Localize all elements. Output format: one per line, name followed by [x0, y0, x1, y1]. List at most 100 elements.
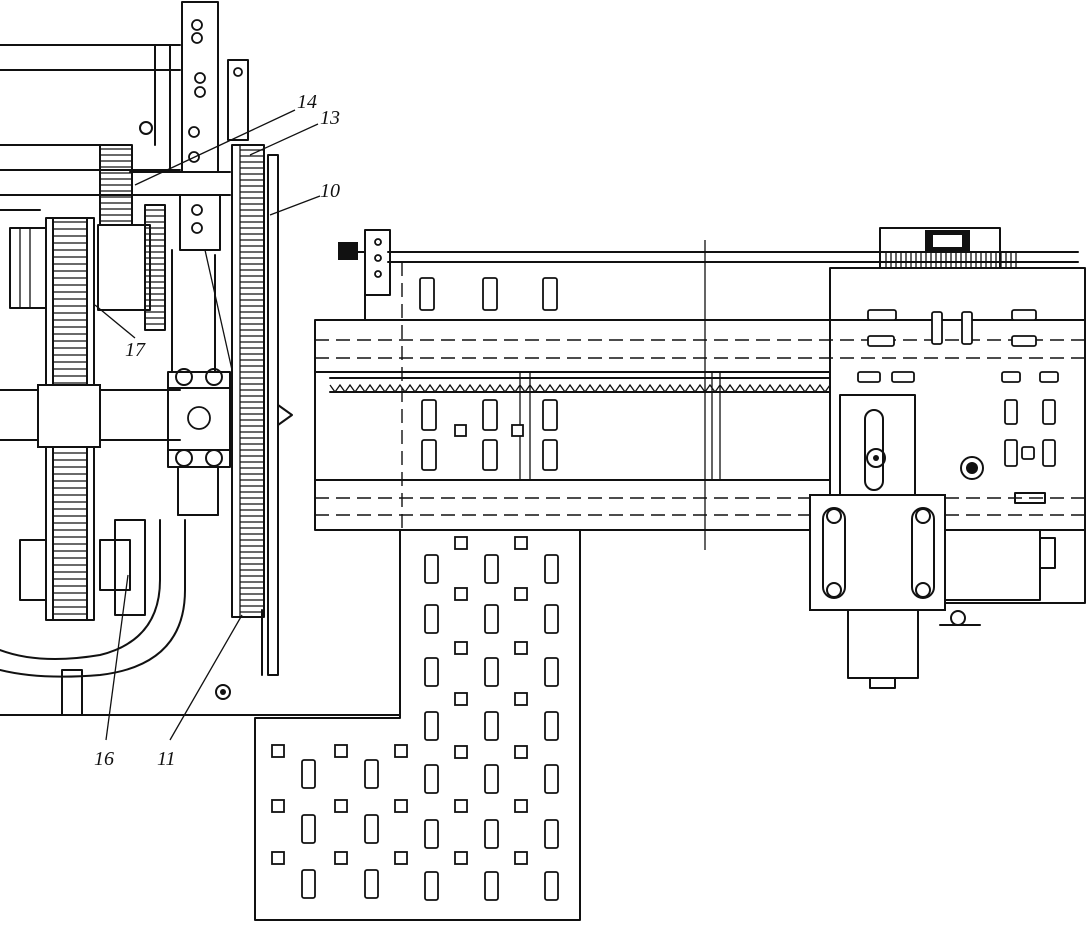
plate-square-hole [334, 851, 348, 865]
plate-square-hole [514, 587, 528, 601]
plate-square-hole [454, 745, 468, 759]
plate-square-hole [271, 799, 285, 813]
slot [1042, 439, 1056, 467]
plate-slot [544, 554, 559, 584]
label-13: 13 [320, 107, 340, 129]
slot [1011, 309, 1037, 321]
carriage-gear-teeth [885, 252, 1017, 268]
slot [542, 277, 558, 311]
plate-square-hole [271, 851, 285, 865]
rack-teeth [240, 149, 264, 613]
plate-slot [484, 604, 499, 634]
plate-square-hole [514, 745, 528, 759]
plate-square-hole [454, 692, 468, 706]
plate-slot [424, 604, 439, 634]
plate-slot [364, 869, 379, 899]
slot [1021, 446, 1035, 460]
label-10: 10 [320, 180, 340, 202]
plate-square-hole [454, 587, 468, 601]
slot [419, 277, 435, 311]
plate-slot [364, 814, 379, 844]
plate-square-hole [514, 692, 528, 706]
slot [891, 371, 915, 383]
plate-square-hole [394, 799, 408, 813]
plate-slot [424, 819, 439, 849]
plate-square-hole [394, 744, 408, 758]
slot [482, 439, 498, 471]
plate-slot [544, 871, 559, 901]
beam-slots [419, 277, 558, 471]
plate-slot [484, 764, 499, 794]
large-gear-16 [9, 217, 146, 716]
slot [867, 335, 895, 347]
plate-square-hole [454, 536, 468, 550]
hub-block [167, 249, 233, 700]
gear-teeth [145, 209, 165, 325]
plate-slot [544, 604, 559, 634]
plate-slot [301, 759, 316, 789]
slot [1011, 335, 1037, 347]
plate-slot [544, 819, 559, 849]
curved-guide [0, 519, 186, 678]
plate-square-hole [454, 641, 468, 655]
plate-slot [544, 764, 559, 794]
horizontal-rack-teeth [329, 377, 831, 394]
plate-slot [364, 759, 379, 789]
slot [857, 371, 881, 383]
plate-slot [424, 871, 439, 901]
vertical-rack-11 [231, 144, 293, 676]
label-14: 14 [297, 91, 317, 113]
rack-profile [329, 383, 831, 394]
plate-square-hole [514, 851, 528, 865]
slot [482, 277, 498, 311]
slot [1042, 399, 1056, 425]
plate-slot [424, 554, 439, 584]
slot [421, 399, 437, 431]
plate-square-hole [514, 536, 528, 550]
slot [1004, 439, 1018, 467]
carriage [809, 227, 1086, 689]
label-11: 11 [157, 748, 176, 770]
plate-holes [271, 536, 559, 901]
plate-square-hole [514, 641, 528, 655]
plate-square-hole [454, 799, 468, 813]
beam-clamp [338, 229, 391, 321]
plate-slot [484, 819, 499, 849]
slot [1001, 371, 1021, 383]
plate-slot [484, 871, 499, 901]
slot [542, 439, 558, 471]
plate-slot [484, 554, 499, 584]
slot [542, 399, 558, 431]
carriage-slots [857, 309, 1059, 467]
plate-slot [424, 711, 439, 741]
slot [1039, 371, 1059, 383]
slot [482, 399, 498, 431]
plate-slot [301, 869, 316, 899]
slot [1004, 399, 1018, 425]
gear-teeth [100, 148, 132, 222]
leader-lines [94, 109, 321, 741]
plate-slot [484, 657, 499, 687]
plate-square-hole [394, 851, 408, 865]
plate-slot [484, 711, 499, 741]
slot [961, 311, 973, 345]
plate-square-hole [454, 851, 468, 865]
plate-slot [544, 657, 559, 687]
plate-slot [544, 711, 559, 741]
perforated-plate [254, 529, 581, 921]
plate-square-hole [271, 744, 285, 758]
plate-slot [301, 814, 316, 844]
label-16: 16 [94, 748, 114, 770]
slot [867, 309, 897, 321]
upper-bracket [129, 1, 249, 251]
slot [421, 439, 437, 471]
slot [511, 424, 524, 437]
slot [931, 311, 943, 345]
plate-square-hole [334, 744, 348, 758]
plate-square-hole [514, 799, 528, 813]
plate-slot [424, 764, 439, 794]
label-17: 17 [125, 339, 146, 361]
plate-square-hole [334, 799, 348, 813]
